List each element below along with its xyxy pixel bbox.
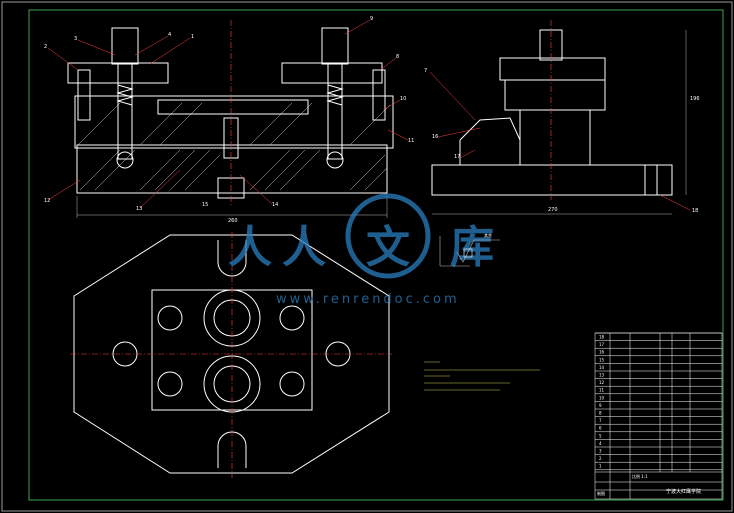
title-block: [594, 332, 723, 500]
side-bolt-head: [539, 29, 563, 61]
drawing-frame: [28, 9, 724, 501]
parts-row-number: 16: [599, 350, 605, 355]
left-bolt-shaft: [117, 63, 133, 160]
parts-row-number: 18: [599, 335, 605, 340]
base-hatch: [79, 149, 388, 191]
side-label-0: 7: [424, 68, 427, 74]
title-footer-left: 制图: [597, 490, 605, 496]
parts-row-number: 3: [599, 449, 602, 454]
front-label-0: 2: [44, 44, 47, 50]
side-bracket: [459, 117, 521, 166]
parts-row-number: 15: [599, 357, 605, 362]
side-label-1: 16: [432, 134, 438, 140]
front-label-1: 3: [74, 36, 77, 42]
watermark-ring: [345, 193, 431, 279]
top-slot-upper: [217, 240, 247, 277]
front-label-11: 15: [202, 202, 208, 208]
right-pin-circle: [326, 151, 344, 169]
front-view-labels: 2 3 4 1 9 8 10 11 12 13 14 15 260: [44, 16, 414, 224]
parts-row-number: 12: [599, 380, 605, 385]
top-view: [70, 232, 392, 478]
side-dimension-196: 196: [690, 96, 700, 102]
front-leaders: [47, 19, 409, 209]
top-hole-2: [279, 305, 305, 331]
parts-list-frame: [594, 332, 723, 500]
parts-list-numbers: 18 17 16 15 14 13 12 11 10 9 8 7 6 5 4 3 2 1: [599, 335, 605, 469]
watermark-char-0: 人: [228, 222, 272, 273]
roughness-label: 其余: [484, 232, 492, 238]
side-label-3: 18: [692, 208, 698, 214]
workpiece: [157, 99, 309, 115]
top-hole-1: [157, 305, 183, 331]
parts-row-number: 13: [599, 373, 605, 378]
top-hole-3: [157, 371, 183, 397]
front-label-6: 10: [400, 96, 406, 102]
parts-row-number: 7: [599, 418, 602, 423]
side-view: [429, 20, 691, 215]
front-label-10: 14: [272, 202, 278, 208]
left-pin-circle: [116, 151, 134, 169]
right-post: [372, 69, 386, 121]
right-bolt-head: [321, 27, 349, 65]
front-label-5: 8: [396, 54, 399, 60]
parts-row-number: 1: [599, 464, 602, 469]
watermark: 人 人 文 库 www.renrendoc.com: [228, 193, 494, 307]
front-label-3: 1: [191, 34, 194, 40]
front-dimension-260: 260: [228, 218, 238, 224]
front-label-4: 9: [370, 16, 373, 22]
side-label-2: 17: [454, 154, 460, 160]
top-hole-4: [279, 371, 305, 397]
watermark-char-3: 库: [450, 222, 494, 273]
title-school: 宁波大红鹰学院: [666, 488, 701, 495]
parts-row-number: 11: [599, 388, 605, 393]
side-support: [519, 109, 591, 166]
front-label-8: 12: [44, 198, 50, 204]
side-dimension-270: 270: [548, 207, 558, 213]
parts-row-number: 8: [599, 411, 602, 416]
body-hatch: [77, 102, 391, 146]
title-footer-mid: 比例 1:1: [632, 473, 648, 479]
side-clamp: [499, 57, 606, 81]
left-bolt-head: [111, 27, 139, 65]
top-outline: [73, 234, 390, 474]
watermark-url: www.renrendoc.com: [276, 292, 460, 307]
side-foot: [644, 164, 658, 196]
front-label-9: 13: [136, 206, 142, 212]
parts-row-number: 9: [599, 403, 602, 408]
roughness-detail: 其余: [439, 232, 500, 267]
watermark-char-2: 文: [366, 222, 410, 273]
side-body: [504, 79, 606, 111]
parts-row-number: 17: [599, 342, 605, 347]
parts-row-number: 10: [599, 395, 605, 400]
parts-row-number: 2: [599, 456, 602, 461]
front-label-7: 11: [408, 138, 414, 144]
body-block: [74, 95, 394, 149]
watermark-char-1: 人: [282, 222, 326, 273]
side-view-labels: 7 16 17 18 270 196: [424, 68, 700, 214]
front-label-2: 4: [168, 32, 171, 38]
right-spring: [326, 84, 344, 106]
left-post: [77, 69, 91, 121]
base-plate: [76, 144, 388, 194]
right-clamp-plate: [281, 62, 383, 84]
front-view: [47, 19, 409, 218]
parts-row-number: 4: [599, 441, 602, 446]
technical-notes: [424, 361, 540, 391]
parts-list-rows: [595, 332, 722, 491]
parts-row-number: 14: [599, 365, 605, 370]
side-base: [431, 164, 673, 196]
parts-row-number: 6: [599, 426, 602, 431]
right-bolt-shaft: [327, 63, 343, 160]
parts-row-number: 5: [599, 433, 602, 438]
left-spring: [116, 84, 134, 106]
